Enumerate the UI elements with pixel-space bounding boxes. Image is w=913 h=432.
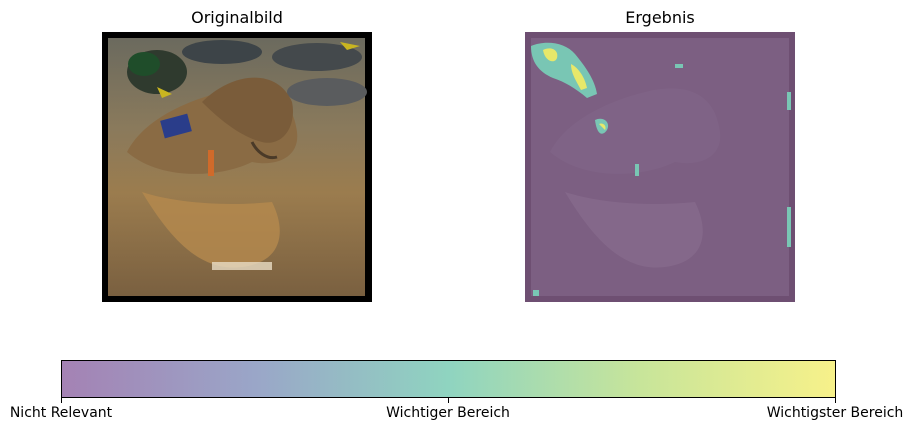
colorbar-label-important-area: Wichtiger Bereich: [386, 405, 510, 421]
colorbar-tick-high: [835, 398, 836, 403]
colorbar-label-most-important-area: Wichtigster Bereich: [766, 405, 904, 421]
relevance-colorbar: [61, 360, 836, 398]
original-image-title: Originalbild: [191, 8, 283, 27]
saliency-overlay: [525, 32, 795, 302]
result-image: [525, 32, 795, 302]
colorbar-label-not-relevant: Nicht Relevant: [9, 405, 113, 421]
colorbar-tick-low: [61, 398, 62, 403]
result-title: Ergebnis: [625, 8, 695, 27]
colorbar-tick-mid: [448, 398, 449, 403]
original-image: [102, 32, 372, 302]
duck-photo: [102, 32, 372, 302]
